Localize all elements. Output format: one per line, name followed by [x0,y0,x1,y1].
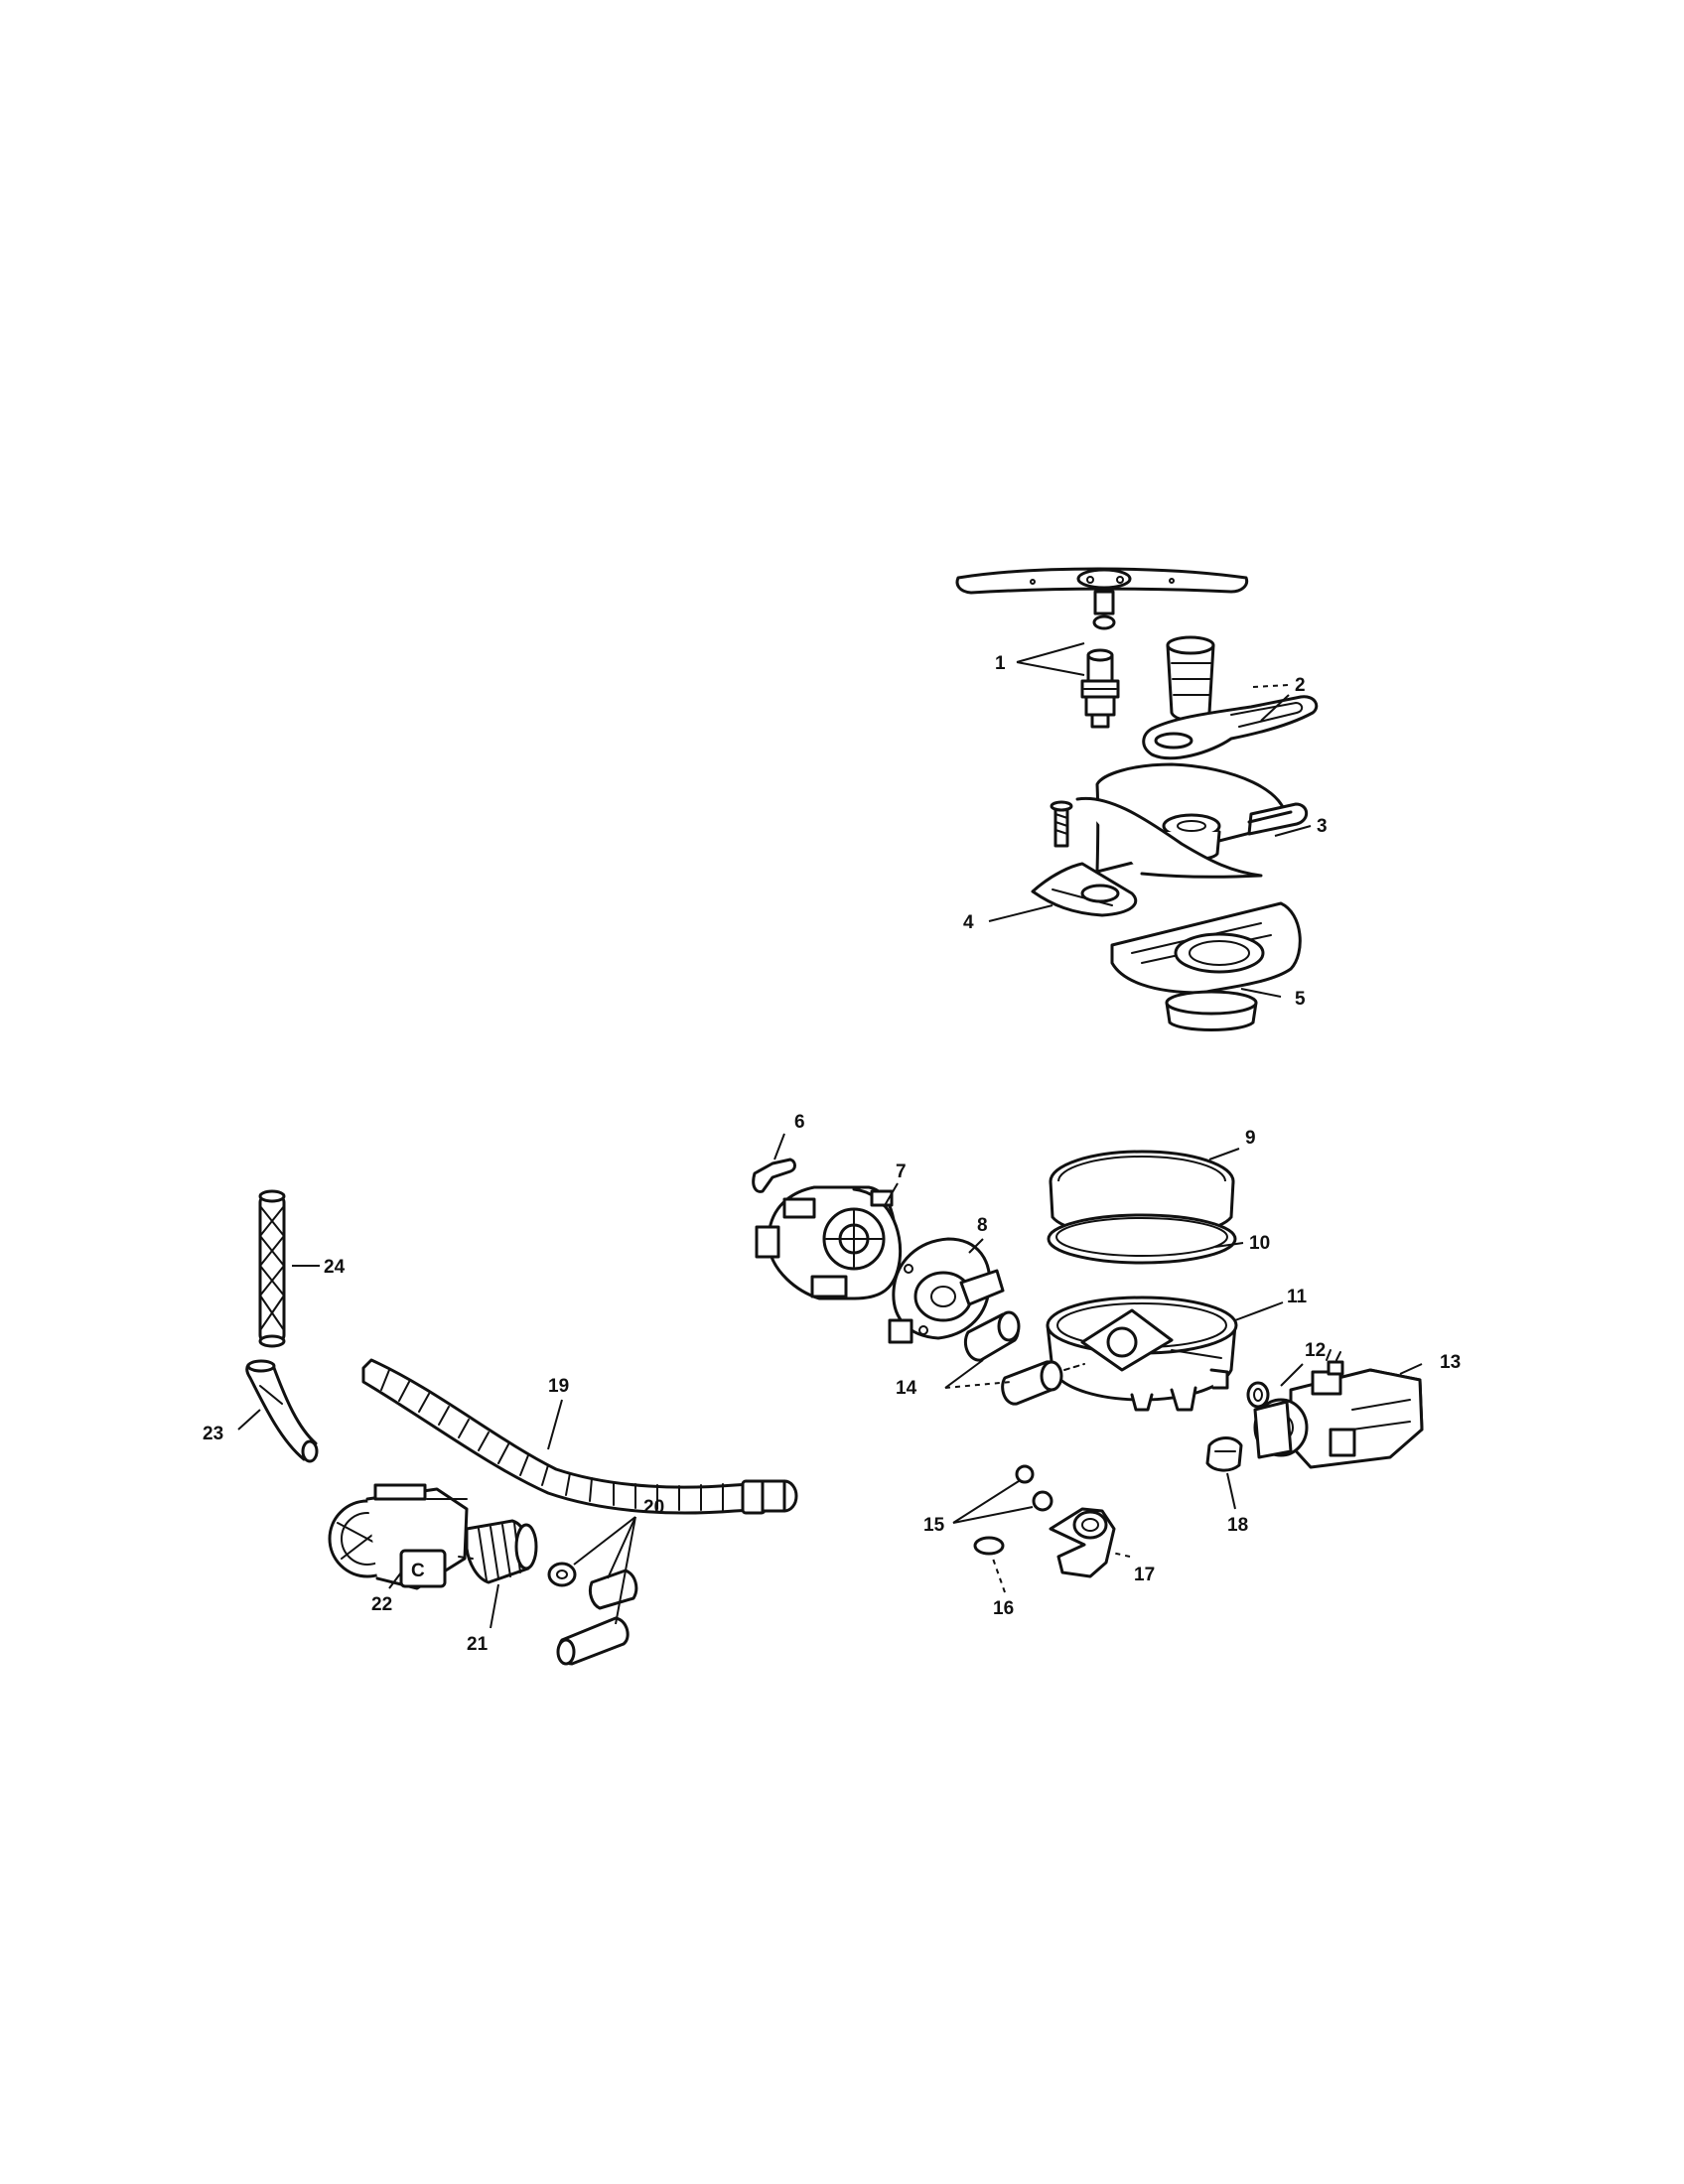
callout-16: 16 [993,1598,1014,1619]
callout-22: 22 [371,1594,392,1615]
part-19-drain-hose [361,1358,798,1515]
callout-13: 13 [1440,1352,1461,1373]
spray-arm [955,567,1249,630]
callout-6: 6 [794,1112,805,1133]
part-8-pump-housing [888,1237,1005,1344]
part-11-sump-housing [1046,1296,1238,1412]
callout-15: 15 [923,1515,945,1536]
part-4-screw-and-filter-plate [1031,800,1138,917]
callout-5: 5 [1295,989,1306,1010]
callout-17: 17 [1134,1565,1155,1585]
callout-11: 11 [1287,1287,1308,1307]
callout-14: 14 [896,1378,917,1399]
callout-20: 20 [643,1497,664,1518]
part-21-pump-outlet [458,1519,538,1584]
part-18-clamp [1205,1436,1243,1472]
part-24-braided-hose [258,1189,286,1348]
callout-12: 12 [1305,1340,1326,1361]
part-1-spray-arm-hub [1080,648,1120,729]
callout-labels: 1 2 3 4 5 6 7 8 9 10 11 12 13 14 15 16 1… [203,653,1461,1655]
callout-23: 23 [203,1424,223,1444]
part-5-fine-filter [1110,901,1302,1031]
callout-10: 10 [1249,1233,1270,1254]
part-3-upper-filter-plate [1075,762,1309,879]
callout-7: 7 [896,1161,907,1182]
part-13-valve-assembly [1253,1349,1424,1469]
callout-19: 19 [548,1376,569,1397]
part-7-motor [755,1185,903,1300]
part-15-o-rings [1015,1464,1053,1512]
callout-1: 1 [995,653,1006,674]
callout-18: 18 [1227,1515,1248,1536]
leader-lines [237,642,1423,1629]
svg-text:C: C [411,1561,425,1581]
part-2-filter-cup [1142,635,1319,760]
part-12-washer [1246,1381,1270,1409]
part-14-hoses [963,1310,1085,1406]
callout-9: 9 [1245,1128,1256,1149]
callout-2: 2 [1295,675,1306,696]
part-22-drain-pump: C [328,1483,469,1590]
part-17-drain-elbow [1049,1507,1116,1578]
callout-24: 24 [324,1257,346,1278]
part-10-seal-ring [1047,1213,1237,1265]
part-16-seal [973,1536,1005,1556]
part-6-clip [752,1158,796,1193]
callout-3: 3 [1317,816,1328,837]
callout-21: 21 [467,1634,489,1655]
callout-8: 8 [977,1215,988,1236]
callout-4: 4 [963,912,974,933]
part-23-curved-hose [245,1359,319,1463]
